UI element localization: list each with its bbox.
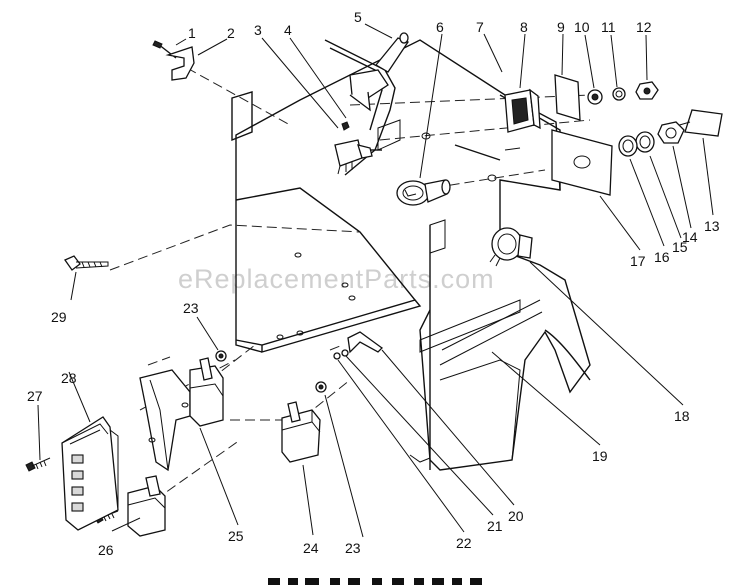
callout-19: 19 [592,448,608,464]
part-9-plate [554,74,581,121]
callout-4: 4 [284,22,292,38]
part-23-nut-lower [315,381,327,393]
part-6-ignition-switch [396,179,451,206]
callout-13: 13 [704,218,720,234]
callout-8: 8 [520,19,528,35]
part-12-nut [635,81,659,100]
part-26-relay-lower [127,475,166,537]
part-22-nut [333,352,341,360]
callout-29: 29 [51,309,67,325]
callout-5: 5 [354,9,362,25]
callout-23-lower: 23 [345,540,361,556]
callout-24: 24 [303,540,319,556]
callout-23-upper: 23 [183,300,199,316]
callout-6: 6 [436,19,444,35]
callout-3: 3 [254,22,262,38]
part-23-nut-upper [215,350,227,362]
part-27-screw [25,457,51,472]
part-10-washer [587,89,603,105]
part-13-key [675,109,723,137]
callout-22: 22 [456,535,472,551]
callout-10: 10 [574,19,590,35]
callout-18: 18 [674,408,690,424]
callout-17: 17 [630,253,646,269]
callout-12: 12 [636,19,652,35]
callout-2: 2 [227,25,235,41]
part-15-lockwasher [635,131,655,153]
callout-20: 20 [508,508,524,524]
part-5-lever-switch [349,32,409,112]
part-18-socket [489,227,533,267]
bottom-shelf [235,187,422,353]
part-2-clip [165,46,195,81]
callout-27: 27 [27,388,43,404]
callout-26: 26 [98,542,114,558]
callout-1: 1 [188,25,196,41]
callout-labels: 1 2 3 4 5 6 7 8 9 10 11 12 13 14 15 16 1… [27,9,720,558]
watermark-text: eReplacementParts.com [178,264,495,294]
part-14-nut [657,121,685,144]
part-17-plate [551,129,613,196]
part-8-rocker-switch [504,88,541,133]
callout-7: 7 [476,19,484,35]
callout-11: 11 [601,19,616,35]
callout-9: 9 [557,19,565,35]
part-21-lockwasher [341,349,349,357]
part-25-relay-bracket [139,357,224,472]
callout-21: 21 [487,518,503,534]
part-24-relay [281,401,321,463]
part-16-washer [618,135,638,157]
callout-15: 15 [672,239,688,255]
part-28-fuse-block [61,416,119,531]
cropped-caption-fragment [268,578,482,585]
part-3-toggle-switch [334,139,382,175]
callout-25: 25 [228,528,244,544]
callout-14: 14 [682,229,698,245]
part-4-nut [341,121,350,131]
callout-28: 28 [61,370,77,386]
callout-16: 16 [654,249,670,265]
part-20-bracket [347,331,383,354]
part-29-bolt [64,255,109,271]
part-11-washer [612,87,626,101]
leader-lines [37,23,714,538]
assembly-guide-lines [109,67,591,501]
